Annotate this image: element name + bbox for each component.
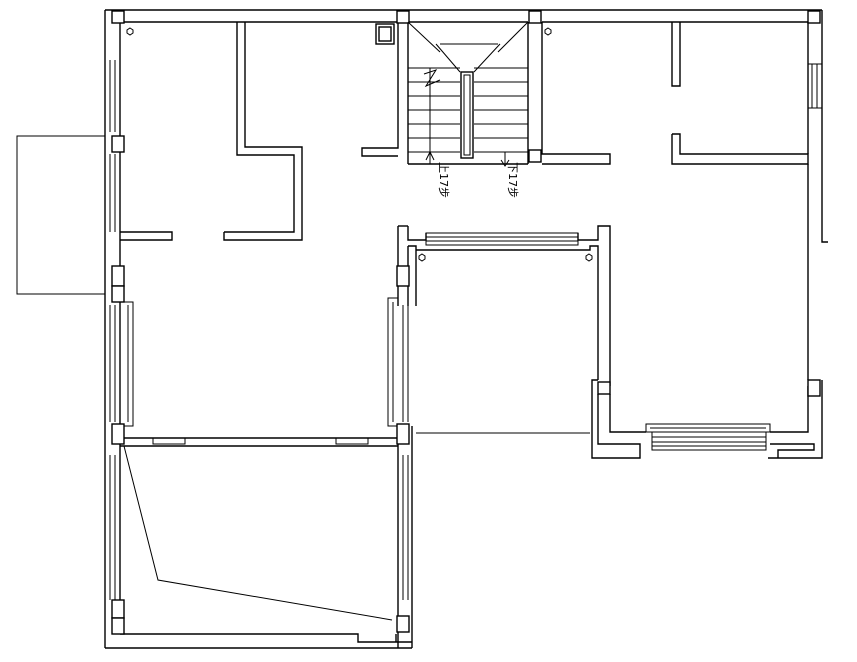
diagonal-lines <box>123 445 393 621</box>
window-bottom-right <box>645 423 771 451</box>
columns <box>111 10 821 635</box>
interior-walls <box>120 22 815 648</box>
window-left-1 <box>109 60 116 132</box>
window-middle <box>387 297 409 600</box>
window-partition-2 <box>335 437 369 445</box>
window-inner-top <box>425 232 579 246</box>
windows <box>109 60 822 600</box>
stair-up-label: 上17步 <box>437 162 450 198</box>
window-left-3 <box>109 301 134 427</box>
window-left-4 <box>109 455 116 600</box>
window-right-1 <box>808 63 822 109</box>
staircase <box>407 21 529 167</box>
stair-down-label: 下17步 <box>506 162 519 198</box>
exterior-walls <box>104 9 828 649</box>
left-porch <box>16 135 105 295</box>
markers <box>126 27 593 262</box>
window-partition-1 <box>152 437 186 445</box>
window-left-2 <box>109 154 116 232</box>
